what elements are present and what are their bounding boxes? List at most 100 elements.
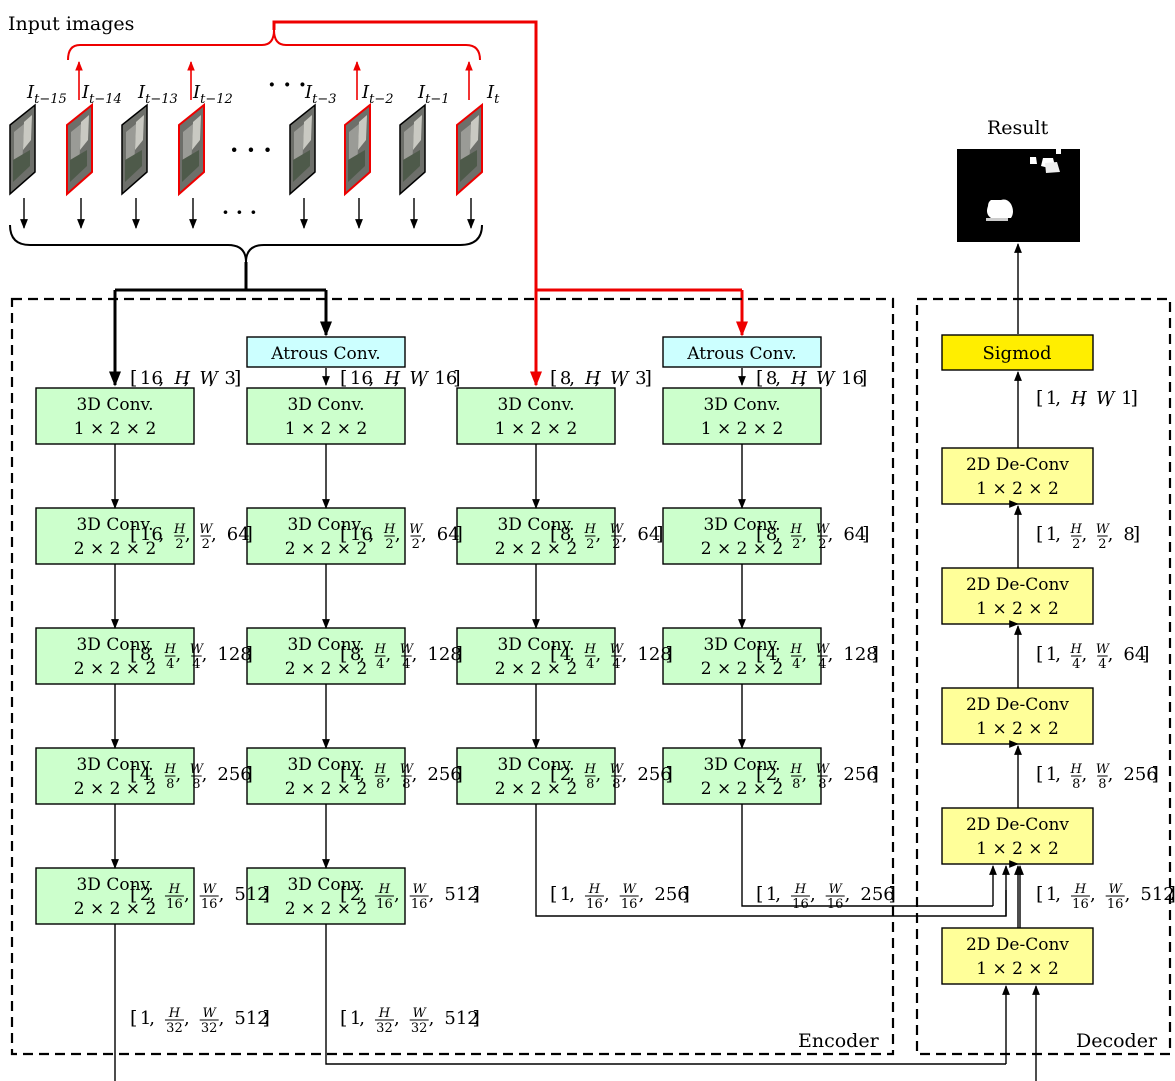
svg-text:,: , — [1080, 388, 1086, 409]
svg-text:[: [ — [130, 643, 137, 665]
decoder-label: Decoder — [1076, 1030, 1158, 1052]
svg-text:,: , — [595, 644, 601, 665]
decoder-deconv-0-kernel: 1 × 2 × 2 — [976, 959, 1059, 979]
svg-text:,: , — [149, 644, 155, 665]
svg-text:,: , — [569, 764, 575, 785]
ellipsis-low: · · · — [222, 200, 257, 224]
svg-text:16: 16 — [166, 897, 183, 912]
svg-text:,: , — [1055, 884, 1061, 905]
svg-text:2: 2 — [586, 537, 594, 552]
svg-text:,: , — [394, 884, 400, 905]
svg-text:,: , — [175, 764, 181, 785]
sigmoid-label: Sigmod — [982, 343, 1051, 364]
encoder-col3-conv-0-title: 3D Conv. — [497, 395, 574, 415]
atrous-conv-1-label: Atrous Conv. — [270, 344, 380, 364]
svg-text:32: 32 — [411, 1021, 428, 1036]
svg-text:2: 2 — [385, 537, 393, 552]
encoder-col3-conv-0: 3D Conv.1 × 2 × 2 — [457, 388, 615, 444]
svg-text:,: , — [394, 368, 400, 389]
encoder-col2-conv-0-title: 3D Conv. — [287, 395, 364, 415]
svg-text:[: [ — [1036, 387, 1043, 409]
svg-text:H: H — [378, 1006, 391, 1021]
svg-text:,: , — [639, 884, 645, 905]
svg-text:[: [ — [340, 643, 347, 665]
svg-text:W: W — [202, 882, 217, 897]
svg-text:,: , — [359, 644, 365, 665]
encoder-col1-conv-1: 3D Conv.2 × 2 × 2 — [36, 508, 194, 564]
svg-text:,: , — [622, 644, 628, 665]
svg-text:]: ] — [234, 367, 241, 389]
svg-text:,: , — [394, 1008, 400, 1029]
svg-text:]: ] — [860, 367, 867, 389]
svg-text:8: 8 — [402, 777, 410, 792]
svg-text:,: , — [828, 644, 834, 665]
frame-label-3: It−12 — [192, 82, 233, 107]
svg-text:4: 4 — [792, 657, 800, 672]
svg-text:,: , — [569, 368, 575, 389]
svg-text:,: , — [184, 368, 190, 389]
svg-text:2: 2 — [818, 537, 826, 552]
svg-text:2: 2 — [202, 537, 210, 552]
svg-text:16: 16 — [201, 897, 218, 912]
connectors — [115, 372, 1036, 1081]
decoder-deconv-2-title: 2D De-Conv — [966, 695, 1069, 715]
svg-text:16: 16 — [792, 897, 809, 912]
svg-text:,: , — [825, 368, 831, 389]
svg-text:,: , — [359, 1008, 365, 1029]
svg-text:8: 8 — [376, 777, 384, 792]
svg-text:]: ] — [262, 883, 269, 905]
atrous-conv-2: Atrous Conv. — [663, 337, 821, 367]
svg-text:[: [ — [550, 523, 557, 545]
svg-text:,: , — [184, 1008, 190, 1029]
svg-text:W: W — [412, 1006, 427, 1021]
decoder-deconv-0-title: 2D De-Conv — [966, 935, 1069, 955]
svg-text:]: ] — [262, 1007, 269, 1029]
svg-text:2: 2 — [412, 537, 420, 552]
svg-text:,: , — [828, 524, 834, 545]
svg-text:]: ] — [245, 523, 252, 545]
frame-label-0: It−15 — [26, 82, 67, 107]
svg-text:4: 4 — [376, 657, 384, 672]
svg-text:4: 4 — [402, 657, 410, 672]
svg-text:2: 2 — [175, 537, 183, 552]
svg-text:,: , — [594, 368, 600, 389]
svg-text:W: W — [202, 1006, 217, 1021]
svg-text:,: , — [359, 884, 365, 905]
svg-text:16: 16 — [586, 897, 603, 912]
atrous-conv-1: Atrous Conv. — [247, 337, 405, 367]
svg-text:,: , — [1090, 884, 1096, 905]
input-images-label: Input images — [8, 13, 134, 35]
svg-text:,: , — [1055, 388, 1061, 409]
svg-text:[: [ — [550, 883, 557, 905]
svg-text:]: ] — [862, 523, 869, 545]
svg-text:,: , — [775, 524, 781, 545]
encoder-col4-conv-0-kernel: 1 × 2 × 2 — [701, 419, 784, 439]
svg-text:]: ] — [871, 643, 878, 665]
svg-text:[: [ — [1036, 643, 1043, 665]
svg-text:4: 4 — [818, 657, 826, 672]
svg-text:H: H — [588, 882, 601, 897]
svg-text:,: , — [810, 884, 816, 905]
svg-text:,: , — [385, 644, 391, 665]
svg-text:,: , — [622, 764, 628, 785]
svg-text:]: ] — [1151, 763, 1158, 785]
svg-text:,: , — [1081, 764, 1087, 785]
svg-text:,: , — [801, 644, 807, 665]
svg-text:[: [ — [340, 367, 347, 389]
svg-text:4: 4 — [1098, 657, 1106, 672]
svg-text:]: ] — [1130, 387, 1137, 409]
shape-decoder-2: [1, H4, W4, 64] — [1036, 642, 1150, 672]
svg-text:[: [ — [340, 1007, 347, 1029]
shape-decoder-1: [1, H2, W2, 8] — [1036, 522, 1140, 552]
svg-text:]: ] — [245, 643, 252, 665]
decoder-deconv-1: 2D De-Conv1 × 2 × 2 — [942, 808, 1093, 864]
svg-text:,: , — [369, 524, 375, 545]
svg-text:,: , — [385, 764, 391, 785]
encoder-col2-conv-0: 3D Conv.1 × 2 × 2 — [247, 388, 405, 444]
svg-text:[: [ — [130, 367, 137, 389]
svg-text:16: 16 — [621, 897, 638, 912]
shape-col1-5: [1, H32, W32, 512] — [130, 1006, 270, 1036]
svg-text:,: , — [775, 884, 781, 905]
frame-labels: It−15It−14It−13It−12It−3It−2It−1It — [26, 82, 500, 107]
svg-text:[: [ — [340, 763, 347, 785]
